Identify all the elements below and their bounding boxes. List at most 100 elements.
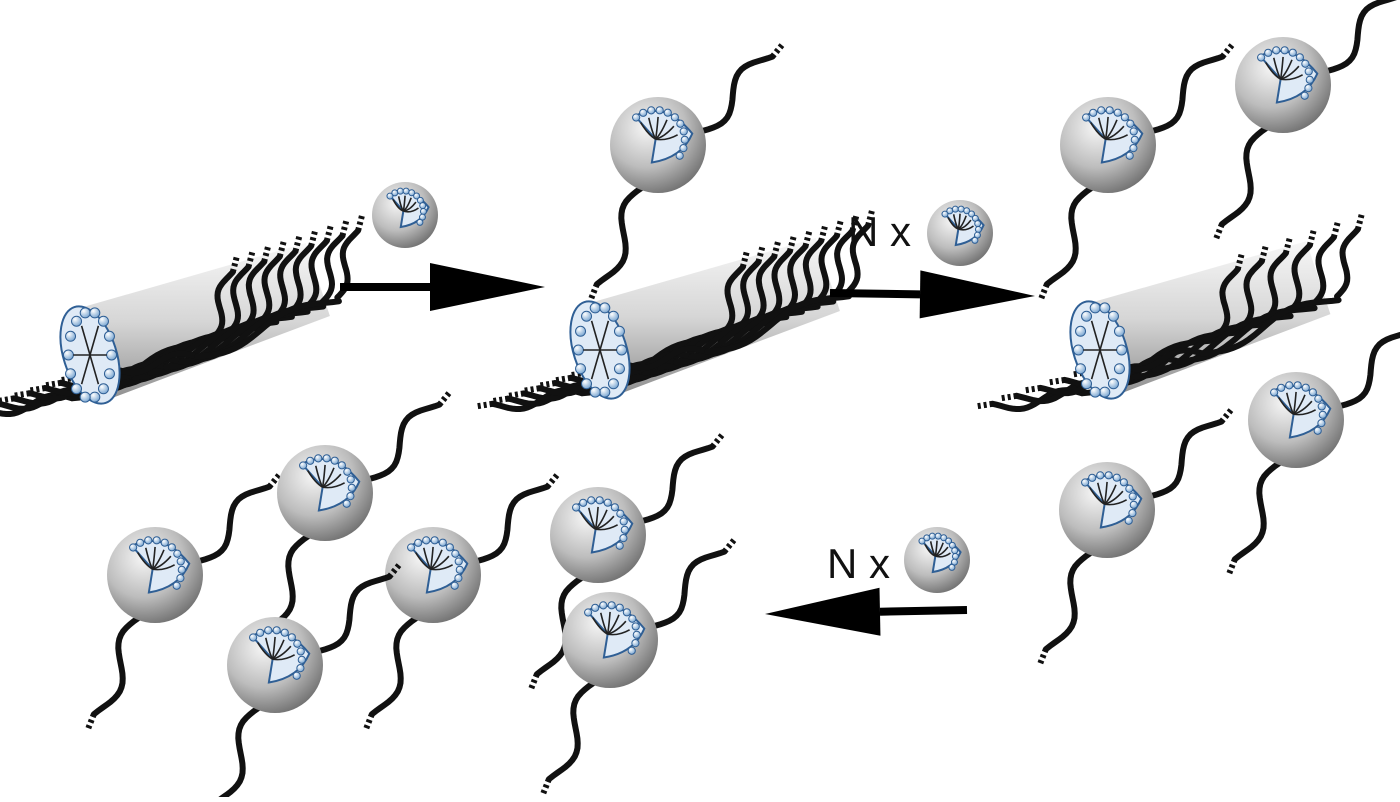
cylinder-micelle-icon (0, 214, 366, 417)
corona-bead (249, 633, 258, 642)
corona-bead (136, 538, 145, 547)
corona-bead (296, 664, 305, 673)
chain-end (538, 380, 556, 389)
corona-bead (945, 537, 953, 545)
polymer-chain (781, 243, 809, 317)
chain-end (437, 390, 452, 407)
core-chain (1293, 409, 1317, 416)
corona-bead (1130, 135, 1139, 144)
corona-bead (1104, 471, 1113, 480)
polymer-chain (1043, 185, 1095, 288)
chain-end (267, 472, 282, 489)
corona-bead (264, 626, 273, 635)
arrow-shaft (879, 606, 968, 616)
corona-bead (1317, 419, 1326, 428)
corona-bead (1129, 127, 1138, 136)
corona-bead (632, 113, 641, 122)
corona-bead (314, 454, 323, 463)
polymer-chain (1334, 226, 1361, 300)
core-chain (80, 325, 91, 356)
corona-bead (1075, 325, 1087, 337)
corona-bead (346, 492, 355, 501)
corona-bead (631, 639, 640, 648)
corona-bead (272, 626, 281, 635)
corona-bead (1314, 394, 1323, 403)
corona-bead (675, 151, 684, 160)
corona-bead (1257, 53, 1266, 62)
polymer-chain (797, 238, 825, 312)
corona-bead (948, 563, 956, 571)
core-chain (1104, 499, 1128, 506)
corona-bead (1089, 302, 1101, 314)
corona-bead (450, 581, 459, 590)
corona-bead (167, 543, 176, 552)
core-chain (590, 320, 601, 351)
corona-bead (595, 496, 604, 505)
chain-end (1258, 245, 1269, 263)
chain-end (588, 283, 600, 301)
corona-bead (1277, 383, 1286, 392)
corona-bead (968, 210, 976, 218)
core-chain (1105, 134, 1129, 141)
corona-bead (1075, 363, 1087, 375)
corona-bead (1318, 410, 1327, 419)
chain-end (13, 390, 31, 399)
reaction-arrow-icon (765, 587, 968, 636)
chain-end (976, 400, 994, 410)
corona-bead (628, 614, 637, 623)
sphere-micelle-icon (927, 200, 993, 266)
polymer-chain (1325, 0, 1398, 74)
corona-bead (347, 483, 356, 492)
core-chain (272, 654, 296, 661)
corona-bead (680, 135, 689, 144)
sphere-micelle-icon (372, 182, 438, 248)
corona-bead (591, 603, 600, 612)
polymer-chain (90, 615, 142, 718)
corona-bead (663, 108, 672, 117)
core-chain (322, 482, 346, 489)
polymer-chain (1262, 250, 1289, 324)
corona-bead (619, 517, 628, 526)
polymer-chain (1150, 53, 1226, 134)
polymer-chain (640, 443, 716, 524)
chain-end (1306, 229, 1317, 247)
core-chain (430, 564, 454, 571)
chain-end (523, 385, 541, 394)
corona-bead (1264, 48, 1273, 57)
corona-bead (622, 608, 631, 617)
corona-bead (1120, 113, 1129, 122)
polymer-chain (700, 53, 776, 134)
reaction-arrow-icon (829, 270, 1035, 319)
corona-bead (1125, 151, 1134, 160)
corona-bead (430, 536, 439, 545)
polymer-chain (1149, 418, 1225, 499)
chain-end (308, 229, 319, 247)
corona-bead (1096, 471, 1105, 480)
core-chain (152, 564, 176, 571)
sphere-micelle-icon (85, 472, 282, 731)
corona-bead (1113, 108, 1122, 117)
corona-bead (173, 549, 182, 558)
corona-bead (1088, 473, 1097, 482)
corona-bead (454, 574, 463, 583)
corona-bead (1107, 378, 1119, 390)
corona-bead (1097, 106, 1106, 115)
polymer-chain (287, 243, 315, 317)
corona-bead (581, 310, 593, 322)
chain-end (323, 224, 334, 242)
chain-end (865, 209, 876, 227)
polymer-chain (1218, 125, 1270, 228)
sphere-micelle-icon (1213, 0, 1398, 241)
corona-bead (1119, 478, 1128, 487)
polymer-chain (844, 222, 872, 296)
chain-end (1024, 384, 1042, 394)
corona-bead (1125, 484, 1134, 493)
corona-bead (620, 525, 629, 534)
corona-bead (679, 144, 688, 153)
corona-bead (928, 532, 936, 540)
polymer-chain (104, 350, 201, 376)
chain-end (261, 245, 272, 263)
corona-bead (1099, 302, 1111, 314)
corona-bead (160, 538, 169, 547)
polymer-chain (271, 248, 299, 322)
